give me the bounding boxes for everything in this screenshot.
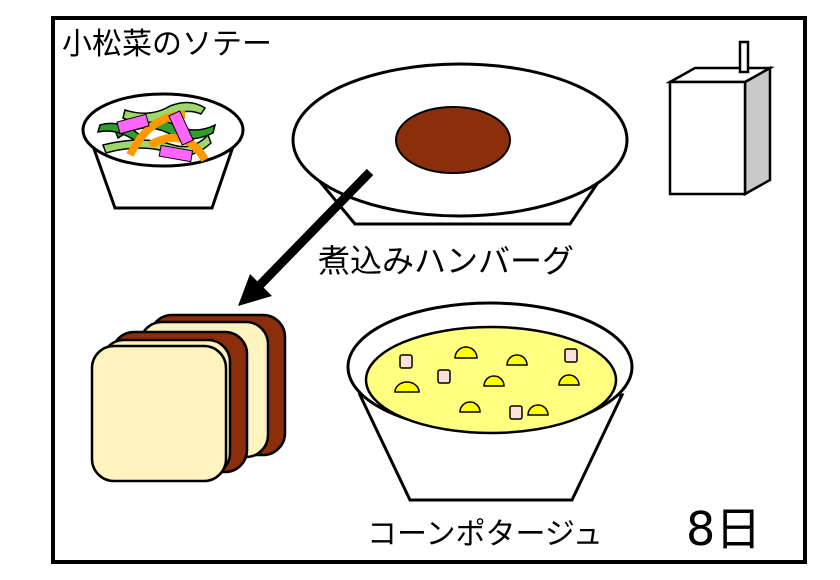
soup-bowl [346,301,634,502]
side-dish-label: 小松菜のソテー [62,27,272,62]
salad-bowl [81,92,245,210]
main-dish-label: 煮込みハンバーグ [318,242,575,280]
bread [90,313,287,483]
corn-kernels [394,346,580,416]
kamaboko [168,110,194,146]
day-label: 8日 [686,502,762,556]
kamaboko [158,144,194,163]
ham-cubes [399,348,578,420]
hamburg-steak [395,106,511,174]
soup-label: コーンポタージュ [367,517,603,552]
hamburg-bowl [291,62,629,226]
arrow [238,168,374,306]
kamaboko [116,113,150,135]
milk-carton [665,40,775,197]
straw [738,40,750,74]
